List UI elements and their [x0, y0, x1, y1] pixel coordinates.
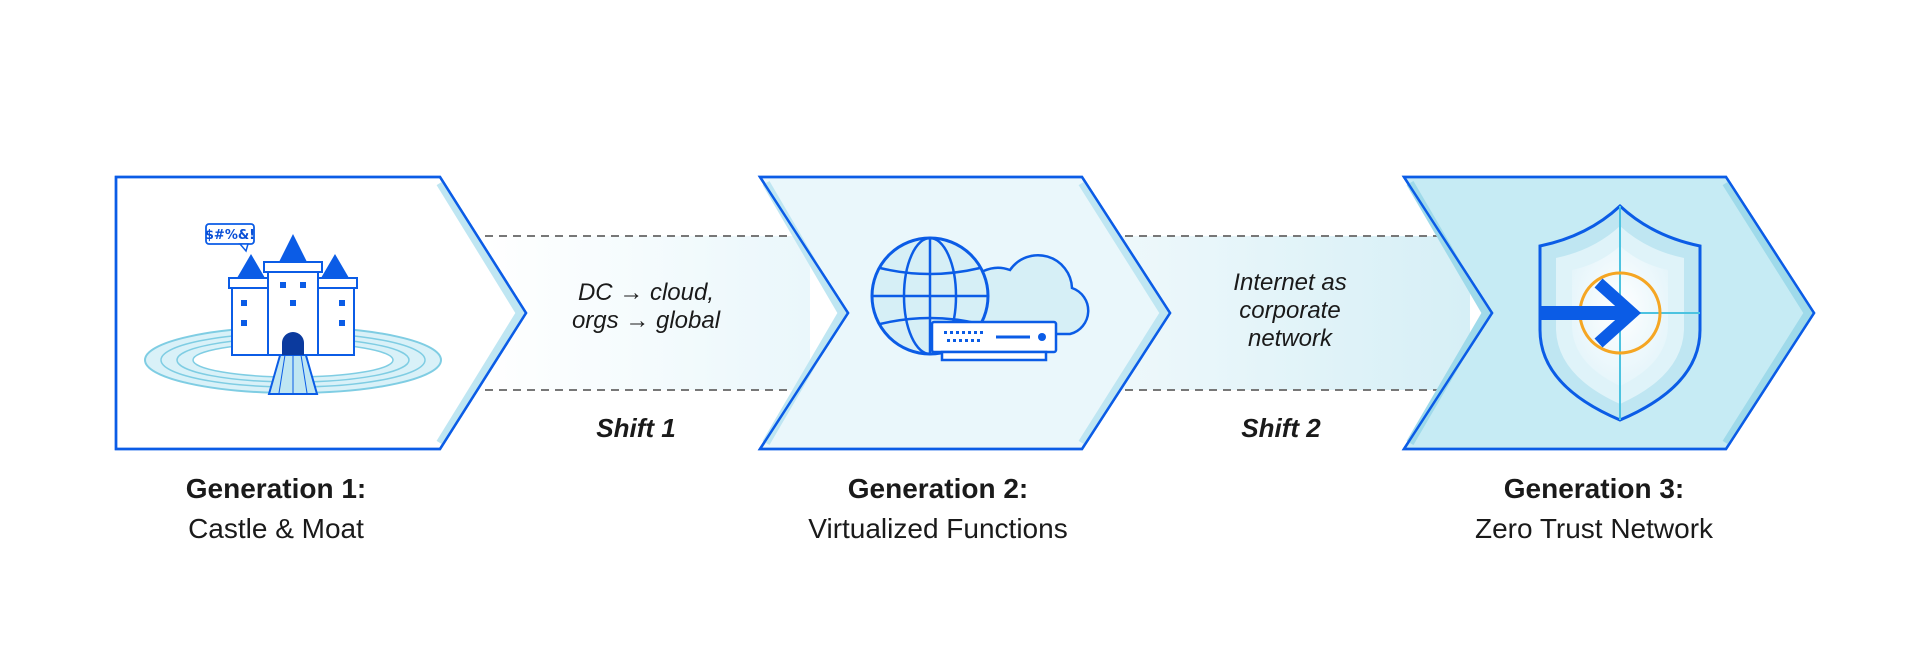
shift-2-note-line-1: Internet as	[1233, 269, 1346, 296]
generation-1-subtitle: Castle & Moat	[188, 513, 364, 544]
shift-2-note-line-3: network	[1248, 325, 1334, 352]
shift-2-note-line-2: corporate	[1239, 297, 1340, 324]
shift-1-note-line-2: orgs → global	[572, 307, 721, 334]
castle-icon: $#%&!	[144, 223, 442, 395]
shift-2-note: Internet as corporate network	[1233, 269, 1346, 352]
generation-1-title: Generation 1:	[186, 473, 366, 504]
generation-2-subtitle: Virtualized Functions	[808, 513, 1067, 544]
castle-speech-text: $#%&!	[205, 228, 255, 243]
shift-2-connector	[1120, 235, 1470, 391]
shift-1-note-line-1: DC → cloud,	[578, 279, 714, 306]
globe-cloud-server-icon	[870, 236, 1090, 362]
shift-1-label: Shift 1	[596, 413, 675, 443]
shift-2-label: Shift 2	[1241, 413, 1321, 443]
generation-2-caption: Generation 2: Virtualized Functions	[808, 473, 1067, 544]
shift-1-note: DC → cloud, orgs → global	[572, 279, 721, 334]
generation-3-caption: Generation 3: Zero Trust Network	[1475, 473, 1714, 544]
shield-arrow-icon	[1538, 203, 1702, 422]
generation-1-caption: Generation 1: Castle & Moat	[186, 473, 366, 544]
generation-2-title: Generation 2:	[848, 473, 1028, 504]
generation-3-subtitle: Zero Trust Network	[1475, 513, 1714, 544]
shift-1-connector	[480, 235, 810, 391]
generation-3-title: Generation 3:	[1504, 473, 1684, 504]
